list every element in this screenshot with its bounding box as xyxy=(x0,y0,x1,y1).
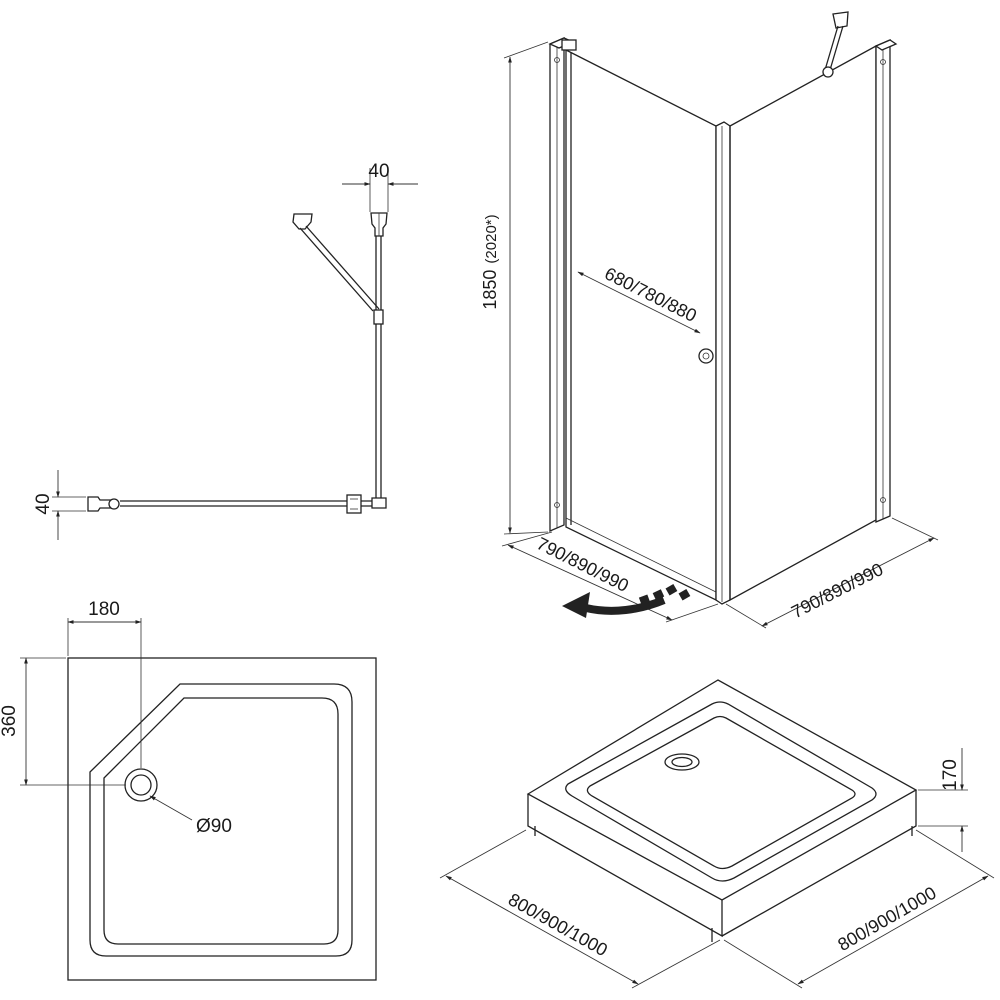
enclosure-height-label: 1850(2020*) xyxy=(480,214,500,309)
tray-width-left-label: 800/900/1000 xyxy=(505,889,611,960)
door-width-label: 680/780/880 xyxy=(601,263,699,326)
tray-3d-view: 170 800/900/1000 800/900/1000 xyxy=(439,679,995,989)
drain-offset-x-label: 180 xyxy=(88,599,120,620)
tray-height-label: 170 xyxy=(940,759,961,791)
drain-offset-y-label: 360 xyxy=(0,705,20,737)
front-width-label: 790/890/990 xyxy=(533,533,631,596)
enclosure-plan-view: 40 40 xyxy=(33,161,418,540)
plan-dim-left-label: 40 xyxy=(33,493,54,514)
door-swing-arrow xyxy=(562,584,691,618)
tray-width-right-label: 800/900/1000 xyxy=(834,883,939,955)
plan-dim-top-label: 40 xyxy=(368,161,389,182)
enclosure-3d-view: 1850(2020*) 680/780/880 790/890/990 790/… xyxy=(480,11,939,629)
tray-plan-view: 180 360 Ø90 xyxy=(0,599,377,981)
drain-diameter-label: Ø90 xyxy=(196,816,232,837)
side-width-label: 790/890/990 xyxy=(788,559,886,622)
